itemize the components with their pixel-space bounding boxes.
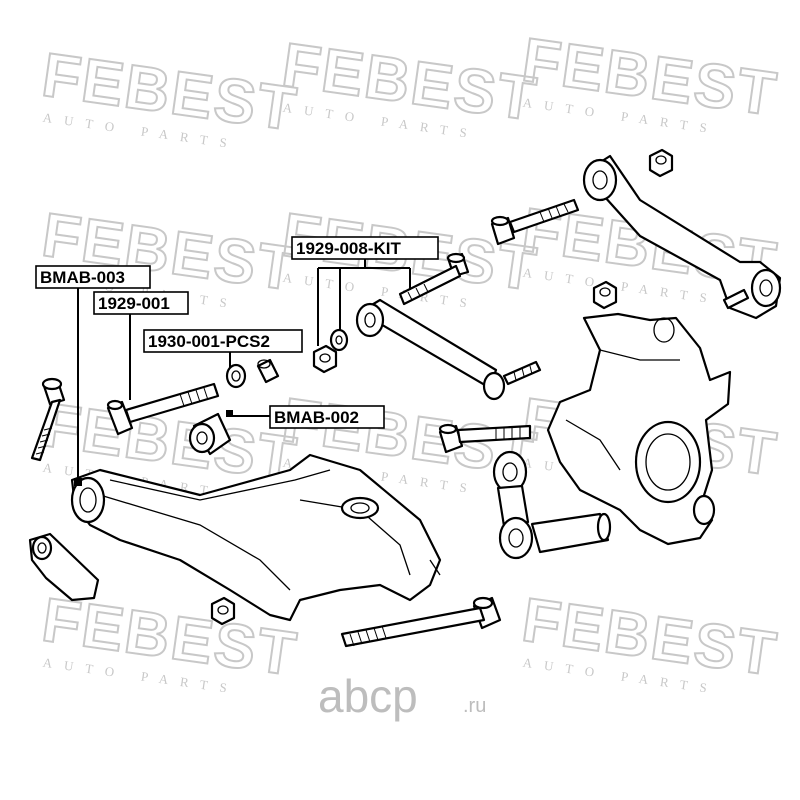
nut-mid-right [592, 280, 618, 310]
bolt-kit-upper [398, 252, 470, 306]
toe-link [492, 450, 612, 560]
lower-control-arm [70, 412, 442, 622]
label-text: BMAB-002 [274, 408, 359, 427]
label-box [93, 291, 189, 315]
upper-right-arm [582, 154, 782, 320]
nut-kit [312, 344, 338, 374]
bolt-left-long [30, 377, 66, 462]
leader-1929-008-kit [317, 258, 411, 346]
label-box [143, 329, 303, 353]
washer-kit [329, 328, 349, 352]
nut-upper-right [648, 148, 674, 178]
wheel-carrier [546, 312, 732, 546]
label-1930-001-pcs2: 1930-001-PCS2 [143, 329, 303, 353]
label-bmab-003: BMAB-003 [35, 265, 151, 289]
abcp-logo: abcp .ru [318, 670, 486, 722]
label-bmab-002: BMAB-002 [269, 405, 385, 429]
washer-1930-001-pcs2 [225, 358, 280, 389]
link-arm-1929-008-kit [355, 298, 542, 401]
abcp-logo-suffix: .ru [463, 695, 486, 717]
nut-lower [210, 596, 236, 626]
bolt-upper-right [490, 198, 580, 246]
bolt-bottom-long [340, 596, 502, 648]
leader-bmab-002 [229, 414, 270, 417]
leader-marker-bmab-002 [226, 410, 233, 417]
label-box [291, 236, 439, 260]
abcp-logo-name: abcp [318, 670, 418, 722]
bolt-1929-001 [106, 382, 220, 436]
bracket-bottom-left [28, 532, 100, 602]
label-text: 1930-001-PCS2 [148, 332, 270, 351]
label-text: 1929-008-KIT [296, 239, 402, 258]
watermark-3: FEBEST AUTO PARTS [517, 25, 783, 138]
watermark-1: FEBEST AUTO PARTS [37, 40, 303, 153]
label-1929-008-kit: 1929-008-KIT [291, 236, 439, 260]
label-1929-001: 1929-001 [93, 291, 189, 315]
label-text: 1929-001 [98, 294, 170, 313]
leader-lines [74, 258, 411, 486]
label-box [35, 265, 151, 289]
watermark-2: FEBEST AUTO PARTS [277, 30, 543, 143]
watermark-11: FEBEST AUTO PARTS [517, 585, 783, 698]
bolt-mid-right [438, 423, 532, 454]
leader-marker-bmab-003 [74, 478, 82, 486]
label-text: BMAB-003 [40, 268, 125, 287]
label-box [269, 405, 385, 429]
